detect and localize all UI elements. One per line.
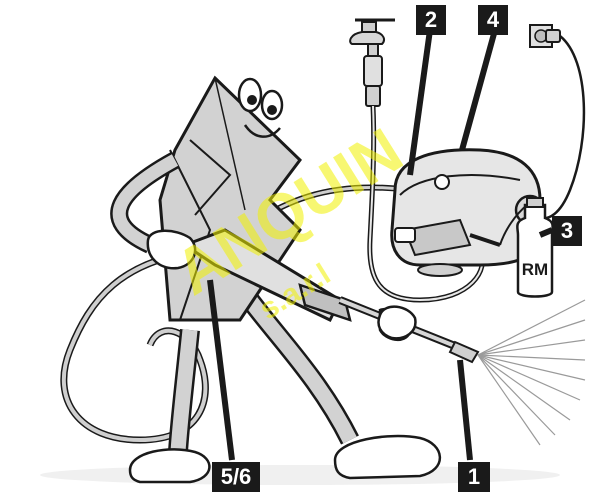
callout-leaders: [207, 29, 554, 461]
water-spray: [477, 299, 586, 446]
character-legs: [168, 293, 359, 453]
power-cable: [539, 35, 586, 220]
character-shoes: [128, 434, 442, 484]
callout-4: 4: [478, 5, 508, 35]
callout-3: 3: [552, 216, 582, 246]
water-tap-icon: [349, 18, 395, 107]
detergent-bottle: [516, 197, 554, 298]
power-socket-icon: [529, 24, 561, 48]
bottle-label: RM: [522, 260, 548, 279]
callout-5-6: 5/6: [212, 462, 260, 492]
callout-2: 2: [416, 5, 446, 35]
character-hands: [146, 229, 417, 340]
callout-1: 1: [458, 462, 490, 492]
character-face: [237, 77, 284, 138]
